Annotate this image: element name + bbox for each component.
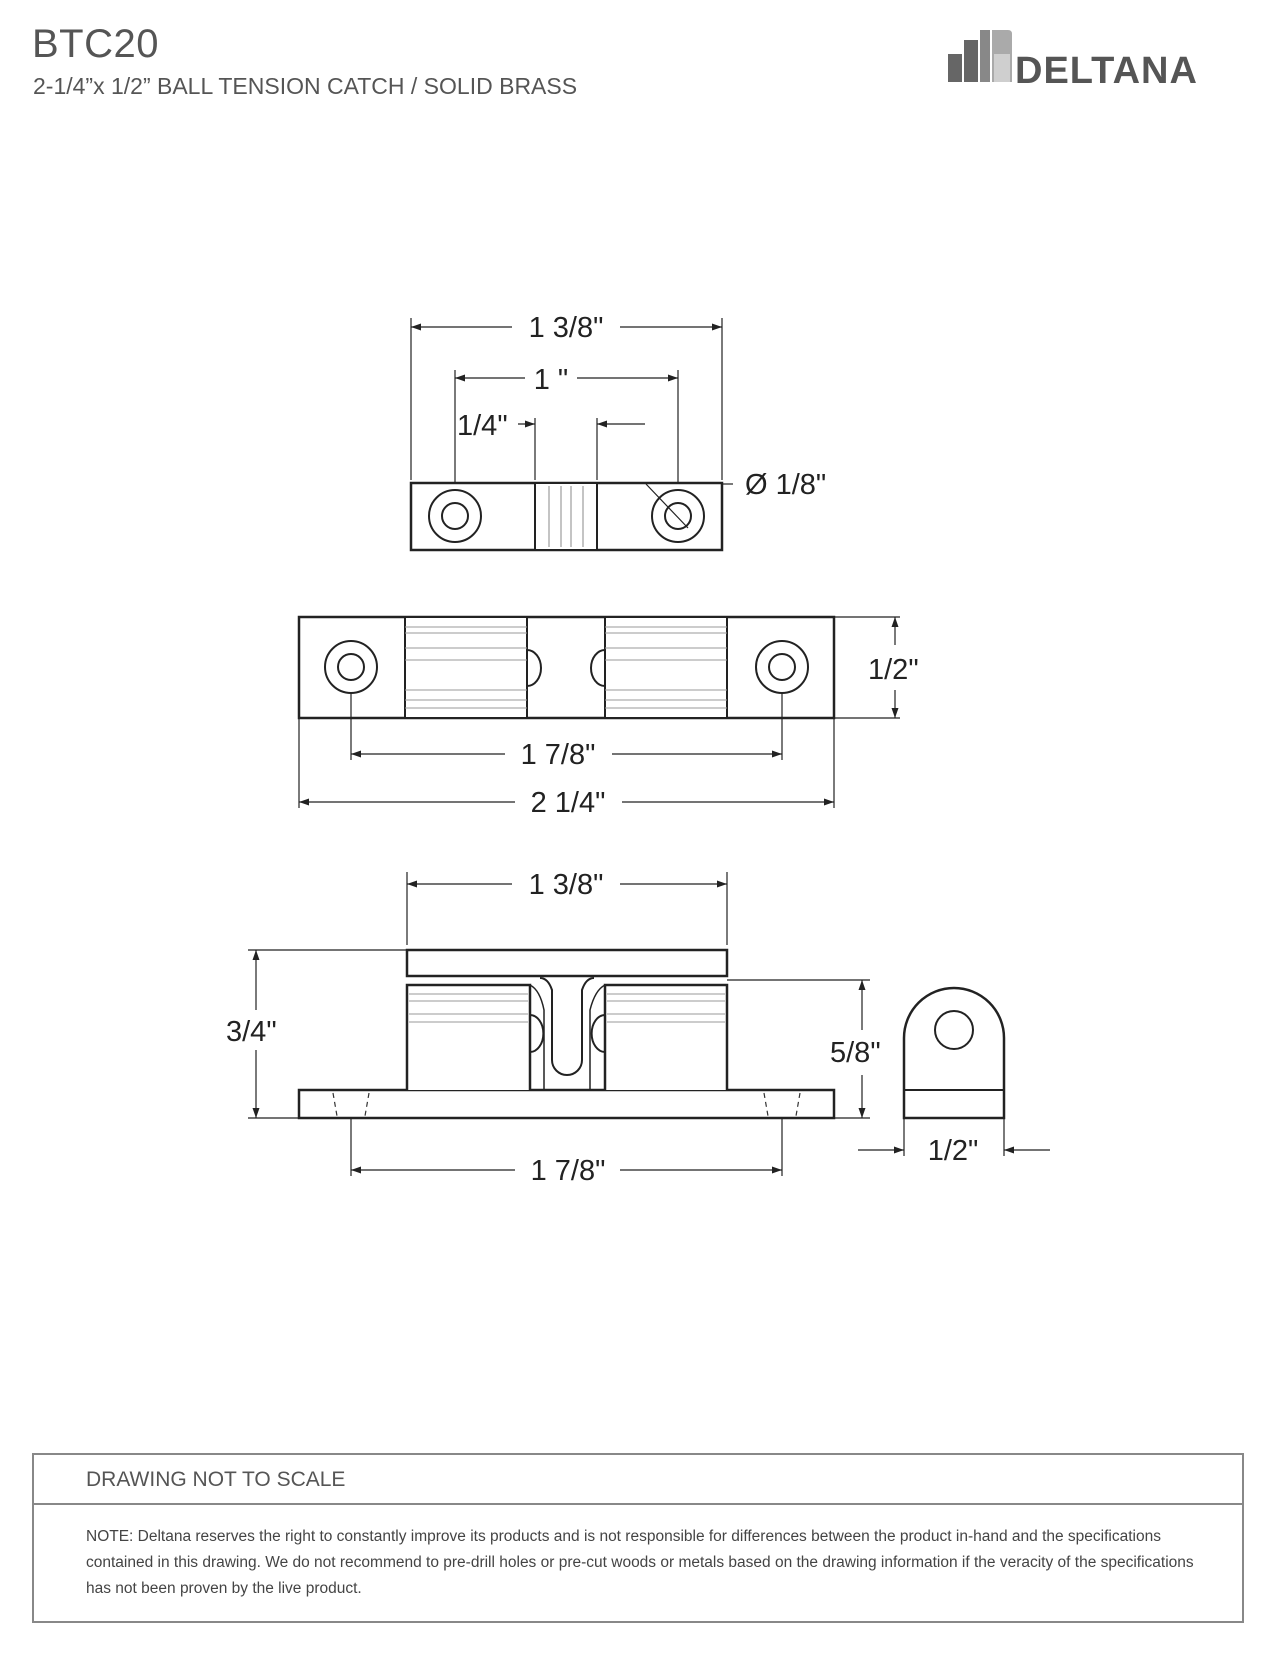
deltana-logo-icon xyxy=(948,30,1012,82)
end-view xyxy=(858,986,1050,1156)
notes-title: DRAWING NOT TO SCALE xyxy=(34,1455,1242,1505)
notes-text: NOTE: Deltana reserves the right to cons… xyxy=(86,1528,1194,1597)
technical-drawing: 1 3/8" 1 " 1/4" Ø 1/8" xyxy=(226,312,1050,1187)
product-description: 2-1/4”x 1/2” BALL TENSION CATCH / SOLID … xyxy=(33,73,578,99)
dim-end-width: 1/2" xyxy=(928,1135,979,1167)
model-number: BTC20 xyxy=(32,22,159,66)
dim-front-holes: 1 7/8" xyxy=(521,739,596,771)
dim-top-holes: 1 " xyxy=(534,364,568,396)
brand-name: DELTANA xyxy=(1015,50,1198,92)
dim-front-overall: 2 1/4" xyxy=(531,787,606,819)
notes-box: DRAWING NOT TO SCALE NOTE: Deltana reser… xyxy=(32,1453,1244,1623)
dim-top-overall: 1 3/8" xyxy=(529,312,604,344)
front-view xyxy=(297,615,900,808)
dim-front-height: 1/2" xyxy=(868,654,919,686)
top-view xyxy=(409,318,733,552)
dim-top-gap: 1/4" xyxy=(457,410,508,442)
side-view xyxy=(248,872,870,1176)
dim-side-top: 1 3/8" xyxy=(529,869,604,901)
dim-hole-diameter: Ø 1/8" xyxy=(745,469,826,501)
dim-side-holes: 1 7/8" xyxy=(531,1155,606,1187)
dim-side-height: 3/4" xyxy=(226,1016,277,1048)
dim-side-inner-height: 5/8" xyxy=(830,1037,881,1069)
